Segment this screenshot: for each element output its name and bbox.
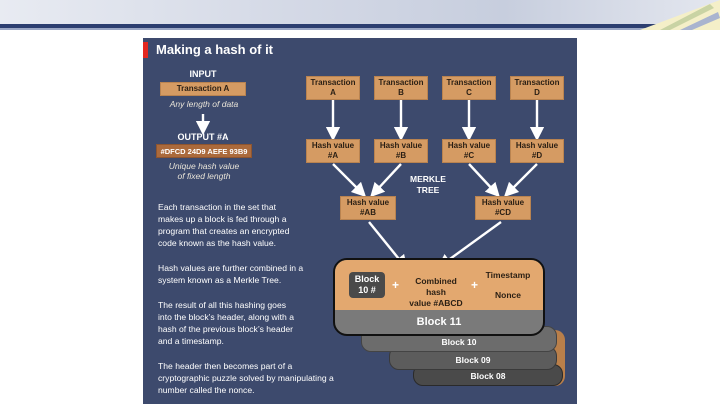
input-transaction-text: Transaction A bbox=[176, 84, 230, 93]
block-09-label: Block 09 bbox=[455, 355, 491, 365]
plus-sign-1: + bbox=[392, 278, 400, 292]
hash-a-box: Hash value #A bbox=[306, 139, 360, 163]
nonce-label: Nonce bbox=[495, 290, 521, 300]
output-hash-box: #DFCD 24D9 AEFE 93B9 bbox=[156, 144, 252, 158]
transaction-a-line1: Transaction bbox=[310, 78, 356, 87]
hash-b-box: Hash value #B bbox=[374, 139, 428, 163]
merkle-tree-label: MERKLE TREE bbox=[410, 174, 446, 196]
slide-top-banner bbox=[0, 0, 720, 24]
hash-b-line2: #B bbox=[395, 151, 407, 160]
hash-d-line2: #D bbox=[531, 151, 543, 160]
input-transaction-box: Transaction A bbox=[160, 82, 246, 96]
paragraph-4-line: number called the nonce. bbox=[158, 385, 255, 395]
transaction-b-box: Transaction B bbox=[374, 76, 428, 100]
previous-block-line2: 10 # bbox=[358, 285, 376, 295]
hash-a-line2: #A bbox=[327, 151, 339, 160]
paragraph-3-line: hash of the previous block’s header bbox=[158, 324, 294, 334]
paragraph-1: Each transaction in the set that makes u… bbox=[158, 201, 358, 249]
paragraph-3: The result of all this hashing goes into… bbox=[158, 299, 358, 347]
paragraph-1-line: program that creates an encrypted bbox=[158, 226, 290, 236]
output-note-line1: Unique hash value bbox=[168, 161, 240, 171]
hash-d-line1: Hash value bbox=[515, 141, 559, 150]
paragraph-3-line: into the block’s header, along with a bbox=[158, 312, 295, 322]
timestamp-label: Timestamp bbox=[485, 270, 531, 280]
plus-sign-2: + bbox=[471, 278, 479, 292]
hash-c-line1: Hash value bbox=[447, 141, 491, 150]
hash-ab-line1: Hash value bbox=[346, 198, 390, 207]
paragraph-3-line: and a timestamp. bbox=[158, 336, 224, 346]
hash-b-line1: Hash value bbox=[379, 141, 423, 150]
combined-hash-label: Combined hash value #ABCD bbox=[405, 276, 467, 309]
transaction-d-line1: Transaction bbox=[514, 78, 560, 87]
previous-block-hash-box: Block 10 # bbox=[349, 272, 385, 298]
hash-ab-box: Hash value #AB bbox=[340, 196, 396, 220]
flow-arrows bbox=[195, 100, 545, 270]
hash-c-box: Hash value #C bbox=[442, 139, 496, 163]
transaction-d-line2: D bbox=[534, 88, 540, 97]
paragraph-1-line: code known as the hash value. bbox=[158, 238, 277, 248]
block-10-label: Block 10 bbox=[441, 337, 477, 347]
infographic-panel: Making a hash of it INPUT bbox=[143, 38, 577, 404]
paragraph-2-line: system known as a Merkle Tree. bbox=[158, 275, 282, 285]
hash-d-box: Hash value #D bbox=[510, 139, 564, 163]
input-label: INPUT bbox=[189, 69, 217, 79]
block-11-label: Block 11 bbox=[416, 316, 462, 328]
hash-ab-line2: #AB bbox=[359, 208, 376, 217]
transaction-c-box: Transaction C bbox=[442, 76, 496, 100]
transaction-b-line2: B bbox=[398, 88, 404, 97]
output-label: OUTPUT #A bbox=[177, 132, 229, 142]
paragraph-2-line: Hash values are further combined in a bbox=[158, 263, 304, 273]
input-note: Any length of data bbox=[169, 99, 239, 109]
panel-title: Making a hash of it bbox=[156, 42, 274, 57]
block-08-label: Block 08 bbox=[470, 371, 506, 381]
output-note-line2: of fixed length bbox=[177, 171, 231, 181]
transaction-d-box: Transaction D bbox=[510, 76, 564, 100]
hash-cd-line1: Hash value bbox=[481, 198, 525, 207]
combined-hash-line1: Combined hash bbox=[415, 276, 457, 297]
transaction-c-line1: Transaction bbox=[446, 78, 492, 87]
merkle-line1: MERKLE bbox=[410, 174, 446, 184]
paragraph-3-line: The result of all this hashing goes bbox=[158, 300, 287, 310]
output-hash-text: #DFCD 24D9 AEFE 93B9 bbox=[160, 146, 248, 156]
transaction-c-line2: C bbox=[466, 88, 472, 97]
transaction-a-box: Transaction A bbox=[306, 76, 360, 100]
paragraph-2: Hash values are further combined in a sy… bbox=[158, 262, 358, 286]
paragraph-1-line: makes up a block is fed through a bbox=[158, 214, 287, 224]
hash-cd-box: Hash value #CD bbox=[475, 196, 531, 220]
paragraph-1-line: Each transaction in the set that bbox=[158, 202, 276, 212]
corner-logo-icon bbox=[640, 0, 720, 30]
paragraph-4: The header then becomes part of a crypto… bbox=[158, 360, 373, 396]
paragraph-4-line: cryptographic puzzle solved by manipulat… bbox=[158, 373, 334, 383]
title-accent-mark bbox=[143, 42, 148, 58]
transaction-b-line1: Transaction bbox=[378, 78, 424, 87]
transaction-a-line2: A bbox=[330, 88, 336, 97]
slide-top-rule-thin bbox=[0, 28, 720, 30]
combined-hash-line2: value #ABCD bbox=[409, 298, 463, 308]
hash-cd-line2: #CD bbox=[494, 208, 511, 217]
previous-block-line1: Block bbox=[354, 274, 380, 284]
slide-top-rule bbox=[0, 24, 720, 28]
hash-c-line2: #C bbox=[463, 151, 475, 160]
hash-a-line1: Hash value bbox=[311, 141, 355, 150]
paragraph-4-line: The header then becomes part of a bbox=[158, 361, 293, 371]
panel-title-bar: Making a hash of it bbox=[143, 38, 577, 62]
merkle-line2: TREE bbox=[416, 185, 440, 195]
